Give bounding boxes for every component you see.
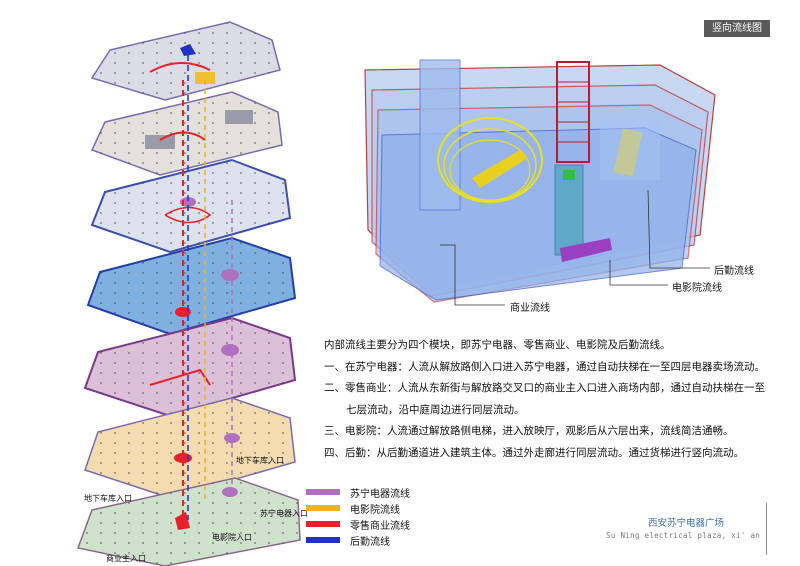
- label-suning-entry: 苏宁电器入口: [260, 509, 308, 518]
- legend-item-logistics: 后勤流线: [306, 532, 410, 548]
- page-title-badge: 竖向流线图: [704, 20, 770, 37]
- legend-swatch-logistics: [306, 537, 340, 543]
- floor-plate-6: [90, 91, 283, 176]
- label-garage-entry-left: 地下车库入口: [84, 494, 132, 503]
- label-garage-entry-right: 地下车库入口: [236, 456, 284, 465]
- legend-label-cinema: 电影院流线: [350, 504, 400, 516]
- legend-swatch-retail: [306, 521, 340, 527]
- desc-intro: 内部流线主要分为四个模块，即苏宁电器、零售商业、电影院及后勤流线。: [324, 339, 671, 351]
- floor-plate-7: [90, 21, 281, 101]
- desc-item-3: 三、电影院：人流通过解放路侧电梯，进入放映厅，观影后从六层出来，流线简洁通畅。: [324, 425, 734, 437]
- desc-item-2a: 二、零售商业：人流从东新街与解放路交叉口的商业主入口进入商场内部，通过自动扶梯在…: [324, 382, 765, 394]
- legend-item-retail: 零售商业流线: [306, 516, 410, 532]
- project-subtitle: Su Ning electrical plaza, xi' an: [606, 531, 761, 540]
- floor-plate-5: [90, 158, 292, 254]
- label-commercial-main-entry: 商业主入口: [106, 554, 146, 563]
- label-cinema-entry: 电影院入口: [212, 533, 252, 542]
- legend-label-logistics: 后勤流线: [350, 536, 390, 548]
- floor-plate-4: [86, 236, 297, 336]
- legend-swatch-cinema: [306, 505, 340, 511]
- project-title: 西安苏宁电器广场: [648, 518, 725, 529]
- legend-swatch-suning: [306, 489, 340, 495]
- desc-item-4: 四、后勤：从后勤通道进入建筑主体。通过外走廊进行同层流动。通过货梯进行竖向流动。: [324, 446, 744, 459]
- legend-label-retail: 零售商业流线: [350, 520, 410, 532]
- flow-legend: 苏宁电器流线 电影院流线 零售商业流线 后勤流线: [306, 484, 410, 548]
- callout-logistics-flow: 后勤流线: [714, 266, 754, 277]
- building-massing-3d: [364, 59, 716, 303]
- desc-item-1: 一、在苏宁电器：人流从解放路侧入口进入苏宁电器，通过自动扶梯在一至四层电器卖场流…: [324, 360, 765, 373]
- callout-cinema-flow: 电影院流线: [672, 283, 722, 294]
- floor-plate-2: [84, 397, 296, 499]
- floor-plate-1: [76, 477, 301, 566]
- exploded-floor-stack: [76, 21, 301, 566]
- circulation-description: 内部流线主要分为四个模块，即苏宁电器、零售商业、电影院及后勤流线。 一、在苏宁电…: [324, 335, 784, 464]
- callout-commerce-flow: 商业流线: [510, 303, 550, 314]
- legend-item-cinema: 电影院流线: [306, 500, 410, 516]
- title-divider: [766, 503, 767, 555]
- desc-item-2b: 七层流动，沿中庭周边进行同层流动。: [346, 403, 525, 416]
- legend-item-suning: 苏宁电器流线: [306, 484, 410, 500]
- legend-label-suning: 苏宁电器流线: [350, 488, 410, 500]
- floor-plate-3: [83, 316, 297, 418]
